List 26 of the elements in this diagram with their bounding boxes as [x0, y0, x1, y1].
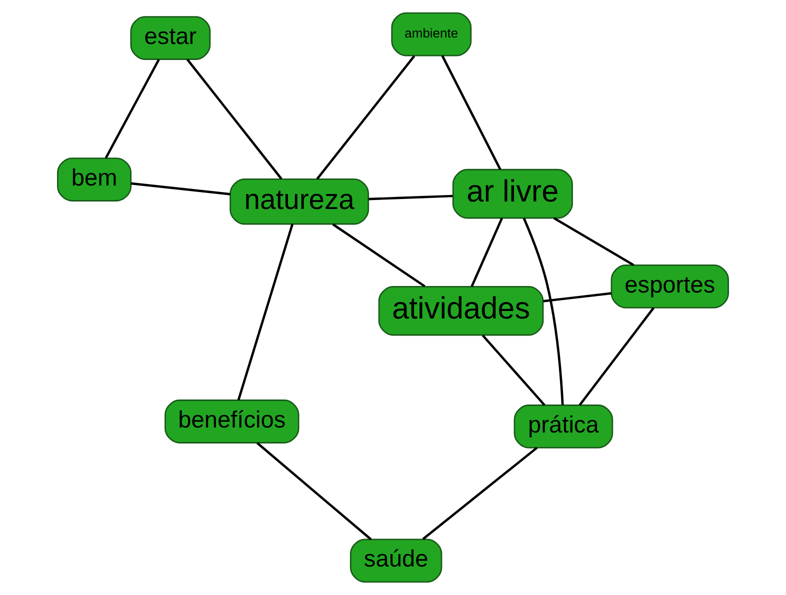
node-box: benefícios — [164, 400, 300, 444]
connector — [553, 217, 634, 266]
connector — [422, 446, 538, 540]
connector — [332, 223, 426, 288]
connector — [237, 224, 294, 400]
connector — [368, 194, 453, 200]
connector — [470, 218, 504, 288]
node-box: prática — [514, 404, 614, 448]
node-box: ambiente — [391, 12, 472, 56]
connector — [543, 292, 612, 302]
connector — [522, 218, 564, 405]
connector — [482, 334, 546, 406]
connector — [316, 55, 416, 180]
node-box: ar livre — [452, 168, 573, 219]
connector — [578, 307, 655, 406]
node-box: bem — [57, 158, 132, 202]
connector — [104, 59, 160, 159]
node-box: natureza — [230, 178, 370, 225]
connector — [256, 442, 372, 540]
connector — [441, 55, 502, 170]
connector — [130, 182, 230, 196]
node-box: esportes — [610, 264, 729, 308]
connector — [186, 58, 282, 180]
node-box: atividades — [378, 286, 544, 336]
node-box: saúde — [350, 538, 442, 583]
node-box: estar — [130, 16, 211, 60]
